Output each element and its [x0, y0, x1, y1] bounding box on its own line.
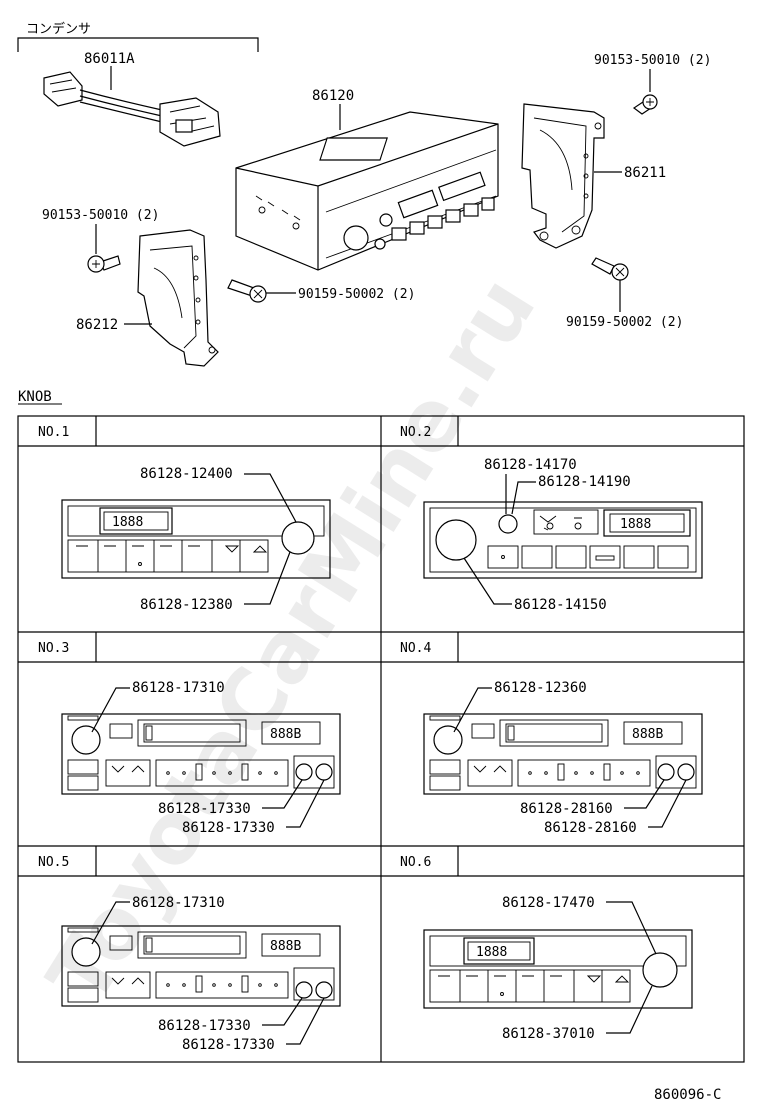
no5-label-bot: 86128-17330: [182, 1037, 275, 1053]
no4-label-mid: 86128-28160: [520, 801, 613, 817]
part-86011A-label: 86011A: [84, 51, 135, 67]
no5-label-top: 86128-17310: [132, 895, 225, 911]
screw-top-left: 90153-50010 (2): [42, 208, 159, 273]
bracket-right-86211: 86211: [521, 103, 666, 249]
knob-title: KNOB: [18, 389, 52, 405]
knob-no2-label: NO.2: [400, 425, 431, 440]
no3-label-top: 86128-17310: [132, 680, 225, 696]
no2-label-1: 86128-14170: [484, 457, 577, 473]
diagram-code: 860096-C: [654, 1087, 721, 1103]
no3-display: 888B: [270, 727, 301, 742]
knob-no6-radio: 1888: [423, 929, 693, 1009]
knob-no2-radio: 1888: [423, 501, 703, 579]
no2-display: 1888: [620, 517, 651, 532]
part-90159-right-label: 90159-50002 (2): [566, 315, 683, 330]
no1-label-top: 86128-12400: [140, 466, 233, 482]
knob-no1-label: NO.1: [38, 425, 69, 440]
part-90153-tl-label: 90153-50010 (2): [42, 208, 159, 223]
watermark-text: ToyotaCarMine.ru: [29, 260, 555, 1020]
bolt-right: 90159-50002 (2): [566, 257, 683, 330]
no1-display: 1888: [112, 515, 143, 530]
bracket-left-86212: 86212: [76, 229, 219, 367]
radio-buttons: [391, 197, 495, 241]
condenser-group: コンデンサ 86011A: [17, 21, 259, 147]
knob-no4-radio: 888B: [423, 713, 703, 795]
bolt-center: 90159-50002 (2): [227, 279, 415, 303]
part-90159-center-label: 90159-50002 (2): [298, 287, 415, 302]
knob-no5-label: NO.5: [38, 855, 69, 870]
part-90153-tr-label: 90153-50010 (2): [594, 53, 711, 68]
radio-unit-86120: 86120: [235, 88, 499, 271]
knob-no3-label: NO.3: [38, 641, 69, 656]
screw-top-right: 90153-50010 (2): [594, 53, 711, 115]
condenser-label: コンデンサ: [26, 21, 91, 37]
part-86120-label: 86120: [312, 88, 354, 104]
no4-label-top: 86128-12360: [494, 680, 587, 696]
no6-display: 1888: [476, 945, 507, 960]
knob-no6-label: NO.6: [400, 855, 431, 870]
knob-no5-radio: 888B: [61, 925, 341, 1007]
no2-label-3: 86128-14150: [514, 597, 607, 613]
part-86212-label: 86212: [76, 317, 118, 333]
no1-label-bottom: 86128-12380: [140, 597, 233, 613]
no4-label-bot: 86128-28160: [544, 820, 637, 836]
knob-no1-radio: 1888: [61, 499, 331, 579]
knob-no4-label: NO.4: [400, 641, 431, 656]
no3-label-mid: 86128-17330: [158, 801, 251, 817]
no6-label-top: 86128-17470: [502, 895, 595, 911]
no5-display: 888B: [270, 939, 301, 954]
part-86211-label: 86211: [624, 165, 666, 181]
condenser-harness: [43, 71, 221, 147]
no3-label-bot: 86128-17330: [182, 820, 275, 836]
knob-table: [17, 415, 745, 1063]
no6-label-bottom: 86128-37010: [502, 1026, 595, 1042]
no5-label-mid: 86128-17330: [158, 1018, 251, 1034]
no2-label-2: 86128-14190: [538, 474, 631, 490]
no4-display: 888B: [632, 727, 663, 742]
